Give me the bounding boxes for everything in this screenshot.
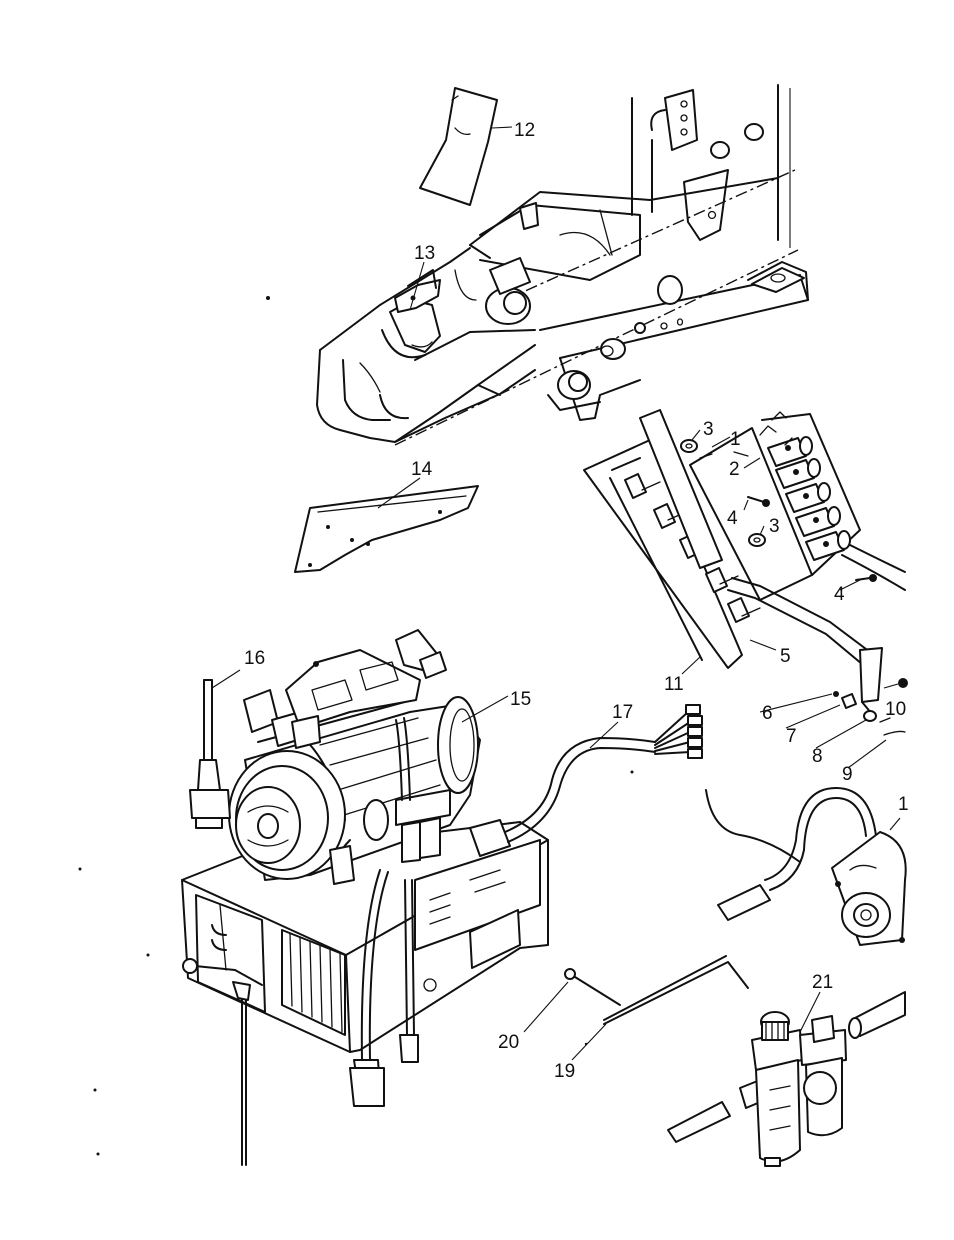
part-16-probe [190, 680, 230, 828]
callout-21: 21 [812, 972, 833, 993]
callout-4a: 4 [727, 508, 738, 529]
callout-19: 19 [554, 1061, 575, 1082]
lever-rod-assembly [728, 578, 908, 735]
callout-3a: 3 [703, 419, 714, 440]
callout-9: 9 [842, 764, 853, 785]
main-bed-casting [317, 85, 808, 445]
callout-8: 8 [812, 746, 823, 767]
part-12-cover-plate [420, 88, 497, 205]
callout-2: 2 [729, 459, 740, 480]
callout-4b: 4 [834, 584, 845, 605]
callout-6: 6 [762, 703, 773, 724]
part-18-sensor-unit [706, 788, 906, 945]
callout-14: 14 [411, 459, 433, 480]
callout-13: 13 [414, 243, 435, 264]
callout-20: 20 [498, 1032, 519, 1053]
callout-16: 16 [244, 648, 265, 669]
part-20-screw [565, 969, 620, 1005]
callout-18: 1 [898, 794, 909, 815]
callout-11: 11 [664, 674, 684, 695]
callout-17: 17 [612, 702, 633, 723]
part-21-filter-regulator [668, 992, 905, 1166]
callout-15: 15 [510, 689, 531, 710]
callout-10: 10 [885, 699, 906, 720]
callout-12: 12 [514, 120, 535, 141]
callout-3b: 3 [769, 516, 780, 537]
callout-5: 5 [780, 646, 791, 667]
part-15-motor-control-box [182, 630, 548, 1165]
part-14-cover-plate [295, 486, 478, 572]
callout-1: 1 [730, 429, 741, 450]
part-17-cable [505, 705, 702, 842]
callout-7: 7 [786, 726, 797, 747]
part-19-bent-rod [604, 956, 748, 1024]
